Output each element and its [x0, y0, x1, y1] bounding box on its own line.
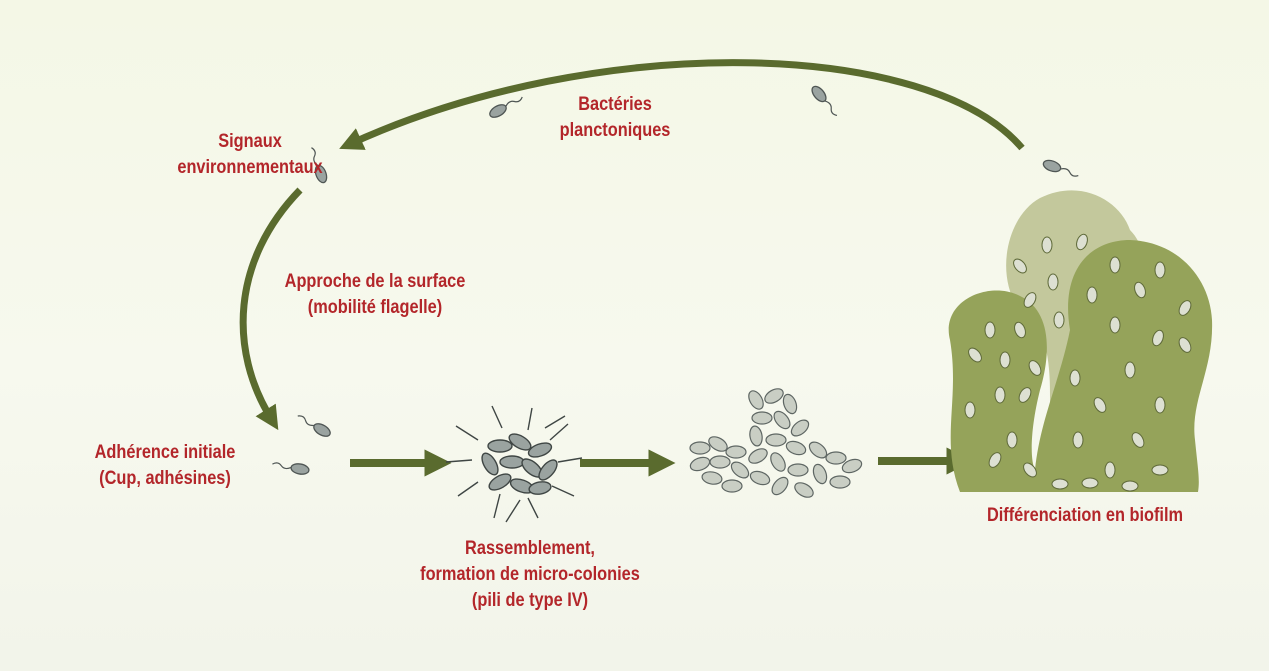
biofilm-icon	[949, 190, 1212, 492]
approche-surface-label: Approche de la surface (mobilité flagell…	[259, 269, 491, 321]
label-line: Rassemblement,	[392, 536, 667, 562]
adherence-initiale-label: Adhérence initiale (Cup, adhésines)	[66, 440, 264, 492]
label-line: planctoniques	[542, 118, 688, 144]
bacterium-icon	[1042, 158, 1080, 180]
differenciation-biofilm-label: Différenciation en biofilm	[956, 503, 1214, 529]
bacteries-planctoniques-label: Bactéries planctoniques	[542, 92, 688, 144]
label-line: Signaux	[164, 129, 336, 155]
signaux-environnementaux-label: Signaux environnementaux	[164, 129, 336, 181]
label-line: Adhérence initiale	[66, 440, 264, 466]
label-line: environnementaux	[164, 155, 336, 181]
bacterium-icon	[272, 459, 310, 475]
cell-cluster-icon	[689, 386, 864, 500]
label-line: Approche de la surface	[259, 269, 491, 295]
label-line: (pili de type IV)	[392, 588, 667, 614]
rassemblement-label: Rassemblement, formation de micro-coloni…	[392, 536, 667, 614]
bacterium-icon	[295, 412, 332, 439]
label-line: (mobilité flagelle)	[259, 295, 491, 321]
label-line: formation de micro-colonies	[392, 562, 667, 588]
label-line: Bactéries	[542, 92, 688, 118]
label-line: (Cup, adhésines)	[66, 466, 264, 492]
bacterium-icon	[809, 84, 840, 119]
micro-colony-icon	[446, 406, 582, 522]
label-line: Différenciation en biofilm	[956, 503, 1214, 529]
